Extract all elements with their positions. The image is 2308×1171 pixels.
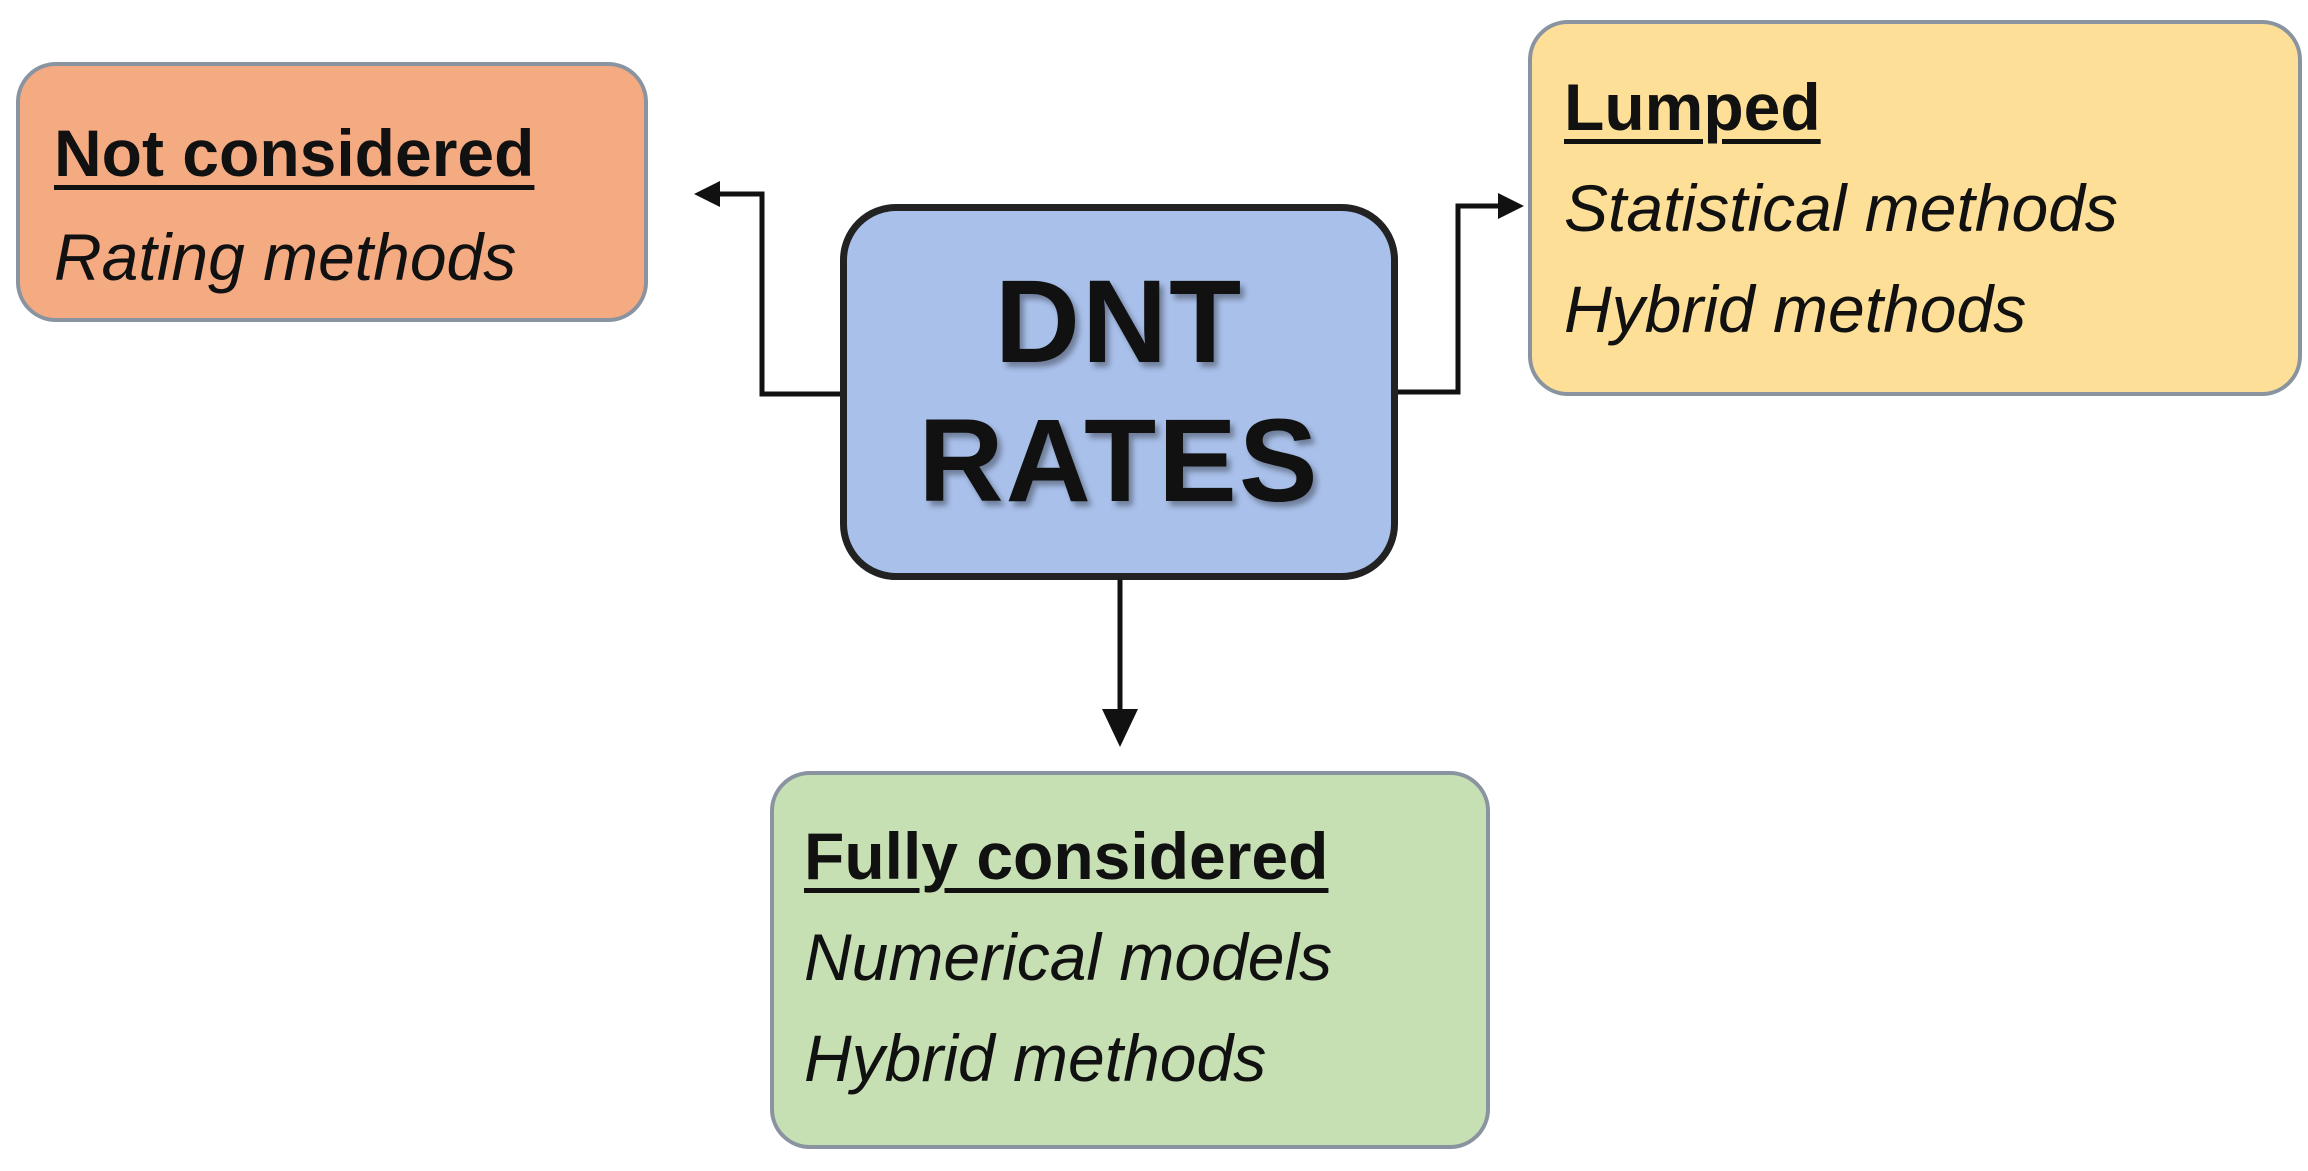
lumped-heading: Lumped: [1564, 70, 1821, 144]
arrowhead-lumped: [1498, 193, 1524, 219]
not-considered-box: Not considered Rating methods: [16, 62, 648, 322]
arrow-to-not-considered: [700, 191, 840, 397]
not-considered-item: Rating methods: [54, 220, 517, 294]
fully-considered-heading: Fully considered: [804, 819, 1329, 893]
fully-considered-item: Hybrid methods: [804, 1021, 1267, 1095]
dnt-rates-box: DNT RATES: [840, 204, 1398, 580]
not-considered-heading: Not considered: [54, 116, 535, 190]
lumped-item: Hybrid methods: [1564, 272, 2027, 346]
lumped-box: Lumped Statistical methods Hybrid method…: [1528, 20, 2302, 396]
arrow-to-lumped: [1398, 203, 1500, 395]
arrowhead-not-considered: [694, 181, 720, 207]
fully-considered-box: Fully considered Numerical models Hybrid…: [770, 771, 1490, 1149]
dnt-rates-title-line1: DNT: [994, 255, 1244, 388]
fully-considered-item: Numerical models: [804, 920, 1333, 994]
arrowhead-fully-considered: [1102, 709, 1138, 747]
dnt-rates-title-line2: RATES: [918, 395, 1320, 527]
lumped-item: Statistical methods: [1564, 171, 2118, 245]
